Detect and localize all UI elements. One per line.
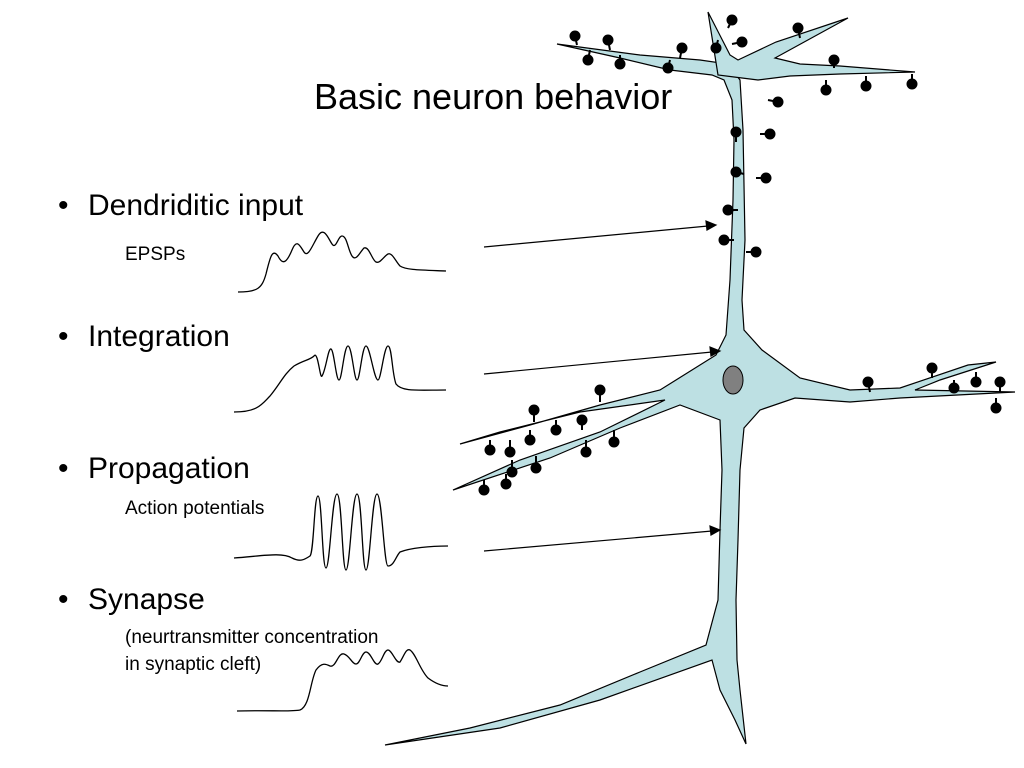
bullet-propagation: • Propagation — [58, 452, 250, 486]
synapse-knob — [906, 78, 918, 90]
neuron-branch-top-right — [707, 11, 916, 81]
bullet-synapse: • Synapse — [58, 583, 205, 617]
synapse-knob — [506, 466, 518, 478]
synapse-sub-line1: (neurtransmitter concentration — [125, 627, 379, 648]
arrowhead-dendrite — [705, 220, 718, 231]
bullet-integration: • Integration — [58, 320, 230, 354]
synapse-knob — [662, 62, 674, 74]
neuron-body — [384, 43, 1016, 746]
synapse-knob — [862, 376, 874, 388]
bullet-dendritic-input: • Dendriditic input — [58, 189, 303, 223]
bullet-symbol: • — [58, 583, 69, 616]
epsp-waveform — [237, 231, 447, 293]
synapse-knob — [948, 382, 960, 394]
synapse-knob — [550, 424, 562, 436]
bullet-label: Synapse — [88, 583, 205, 616]
bullet-symbol: • — [58, 320, 69, 353]
synapse-knob — [524, 434, 536, 446]
synapse-knob — [580, 446, 592, 458]
page-title: Basic neuron behavior — [314, 76, 673, 117]
synapse-knob — [484, 444, 496, 456]
synapse-knob — [594, 384, 606, 396]
synapse-knob — [569, 30, 581, 42]
synapse-knob — [614, 58, 626, 70]
synapse-knob — [970, 376, 982, 388]
synapse-knob — [478, 484, 490, 496]
synapse-knob — [736, 36, 748, 48]
epsps-label: EPSPs — [125, 244, 186, 265]
synapse-knob — [764, 128, 776, 140]
synapse-knob — [760, 172, 772, 184]
action-potentials-label: Action potentials — [125, 498, 265, 519]
synapse-sub-line2: in synaptic cleft) — [125, 654, 262, 675]
bullet-label: Propagation — [88, 452, 250, 485]
arrowhead-soma — [709, 346, 722, 357]
synapse-knob — [750, 246, 762, 258]
synapse-knob — [828, 54, 840, 66]
bullet-symbol: • — [58, 452, 69, 485]
synapse-knob — [820, 84, 832, 96]
synapse-knob — [994, 376, 1006, 388]
waveforms — [233, 231, 449, 712]
synapse-knob — [730, 166, 742, 178]
synapse-knob — [860, 80, 872, 92]
bullet-label: Integration — [88, 320, 230, 353]
action-potential-waveform — [233, 493, 449, 571]
synapse-knob — [926, 362, 938, 374]
arrow-dendrite — [483, 225, 709, 248]
synapse-knob — [722, 204, 734, 216]
synapse-waveform — [236, 649, 449, 712]
synapse-knob — [718, 234, 730, 246]
synapse-knob — [582, 54, 594, 66]
synapse-knob — [602, 34, 614, 46]
arrows — [483, 220, 722, 552]
synapse-knob — [576, 414, 588, 426]
integration-waveform — [233, 345, 447, 413]
synapse-knob — [528, 404, 540, 416]
bullet-symbol: • — [58, 189, 69, 222]
synapse-knob — [792, 22, 804, 34]
synapse-knob — [772, 96, 784, 108]
arrow-axon — [483, 530, 713, 552]
synapse-knob — [730, 126, 742, 138]
synapse-knob — [504, 446, 516, 458]
synapse-knob — [726, 14, 738, 26]
arrowhead-axon — [709, 525, 722, 536]
synapse-knob — [676, 42, 688, 54]
synapse-knob — [990, 402, 1002, 414]
synapse-knob — [500, 478, 512, 490]
bullet-label: Dendriditic input — [88, 189, 304, 222]
synapse-knob — [530, 462, 542, 474]
synapse-knob — [608, 436, 620, 448]
synapse-knobs — [478, 14, 1006, 496]
arrow-soma — [483, 351, 713, 375]
synapse-knob — [710, 42, 722, 54]
nucleus — [722, 365, 744, 395]
